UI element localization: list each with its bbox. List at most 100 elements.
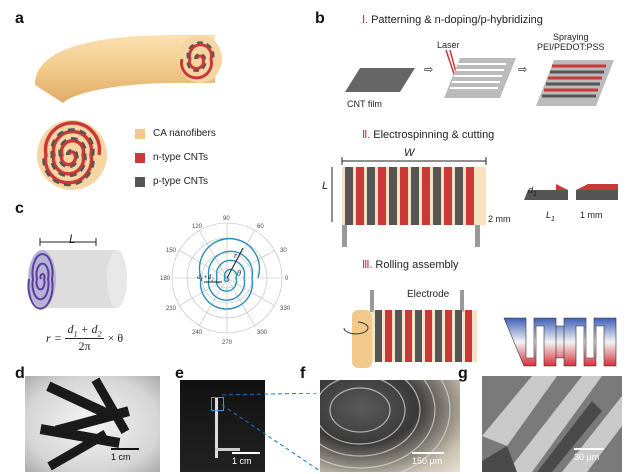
scale-bar-d-line [111, 448, 139, 450]
arrow-2: ⇨ [518, 64, 528, 76]
spraying-label: Spraying PEI/PEDOT:PSS [537, 32, 605, 52]
formula-sub1: 1 [73, 329, 78, 339]
panel-label-c: c [15, 200, 24, 217]
tick-60: 60 [257, 224, 264, 230]
zoom-box [211, 397, 224, 411]
formula-denominator: 2π [78, 339, 91, 354]
tick-90: 90 [223, 216, 230, 222]
photo-d-cut-films: 1 cm [25, 376, 160, 472]
tick-120: 120 [192, 224, 203, 230]
formula-numerator: d1 + d2 [65, 322, 104, 340]
L1-label: L1 [546, 210, 555, 223]
scale-bar-e: 1 cm [232, 452, 260, 466]
photo-g-sem: 30 μm [482, 376, 622, 472]
L1-subscript: 1 [551, 215, 555, 223]
cnt-film-label: CNT film [347, 99, 382, 109]
zoom-connector-lines [222, 393, 321, 472]
polar-r-label: r [234, 251, 238, 260]
width-label: W [404, 147, 415, 159]
electrode-label: Electrode [407, 289, 450, 300]
d1-subscript: 1 [533, 190, 537, 198]
panel-label-a: a [15, 10, 24, 27]
legend-p-type: p-type CNTs [135, 176, 208, 187]
one-mm-label: 1 mm [580, 210, 603, 220]
scale-bar-g-text: 30 μm [574, 452, 600, 462]
fiber-device-wire [215, 448, 240, 451]
step-3-text: Rolling assembly [375, 259, 459, 271]
scale-bar-g-line [574, 448, 604, 450]
arrow-1: ⇨ [424, 64, 434, 76]
polar-tick-labels: 90 120 60 150 30 180 0 210 330 240 300 2… [160, 216, 291, 346]
swatch-ca [135, 128, 145, 139]
cut-films-drawing [39, 377, 130, 471]
step-2-number: Ⅱ. [362, 129, 371, 141]
sem-bands [482, 376, 622, 472]
legend-text-p: p-type CNTs [153, 176, 209, 187]
tick-30: 30 [280, 248, 287, 254]
length-label: L [322, 180, 329, 192]
tick-150: 150 [166, 248, 177, 254]
legend-text-n: n-type CNTs [153, 152, 209, 163]
tick-270: 270 [222, 340, 233, 346]
polar-d1: d [197, 273, 201, 281]
panel-label-b: b [315, 10, 325, 27]
step-1-text: Patterning & n-doping/p-hybridizing [371, 14, 543, 26]
formula-fraction: d1 + d2 2π [65, 322, 104, 354]
swatch-n [135, 152, 145, 163]
panel-label-d: d [15, 365, 25, 382]
polar-plus-d: +d [203, 273, 212, 281]
panel-label-g: g [458, 365, 468, 382]
electrospun-film [331, 157, 487, 247]
polar-spiral-plot: 90 120 60 150 30 180 0 210 330 240 300 2… [160, 216, 291, 346]
step-3-number: Ⅲ. [362, 259, 373, 271]
spraying-text: Spraying [553, 32, 589, 42]
formula-plus-d: + d [77, 322, 98, 336]
tick-210: 210 [166, 306, 177, 312]
step-1-title: Ⅰ. Patterning & n-doping/p-hybridizing [362, 13, 543, 26]
fiber-device-rod [215, 398, 218, 458]
spray-material-text: PEI/PEDOT:PSS [537, 42, 605, 52]
step-2-text: Electrospinning & cutting [373, 129, 495, 141]
step-3-title: Ⅲ. Rolling assembly [362, 258, 459, 271]
polar-d2-sub: 2 [211, 278, 214, 283]
scale-bar-f-line [412, 452, 444, 454]
two-mm-label: 2 mm [488, 214, 511, 224]
panel-label-e: e [175, 365, 184, 382]
polar-d-label: d1+d2 [197, 273, 214, 283]
formula-r: r [46, 330, 51, 345]
step-2-title: Ⅱ. Electrospinning & cutting [362, 128, 494, 141]
laser-label: Laser [437, 40, 460, 50]
spiral-cross-section [37, 120, 107, 190]
sprayed-film [536, 60, 614, 106]
scale-bar-f: 150 μm [412, 452, 444, 466]
spiral-formula: r = d1 + d2 2π × θ [46, 322, 123, 354]
tick-330: 330 [280, 306, 291, 312]
formula-d1: d [67, 322, 74, 336]
rolled-cylinder [27, 238, 127, 310]
scale-bar-g: 30 μm [574, 448, 604, 462]
step-1-number: Ⅰ. [362, 14, 368, 26]
cross-section-layers [320, 380, 451, 472]
L1-text: L [546, 210, 552, 220]
cross-section-detail [524, 184, 618, 200]
rolling-assembly [343, 290, 477, 368]
photo-f-cross-section: 150 μm [320, 380, 460, 472]
tick-180: 180 [160, 276, 171, 282]
tick-240: 240 [192, 330, 203, 336]
fiber-tube-illustration [35, 35, 222, 103]
legend-n-type: n-type CNTs [135, 152, 208, 163]
panel-label-f: f [300, 365, 306, 382]
laser-patterned-film [444, 50, 516, 98]
scale-bar-d: 1 cm [111, 448, 139, 462]
scale-bar-e-text: 1 cm [232, 456, 252, 466]
formula-times-theta: × θ [107, 330, 124, 345]
roll-length-label: L [69, 232, 76, 246]
scale-bar-d-text: 1 cm [111, 452, 131, 462]
formula-sub2: 2 [97, 329, 102, 339]
swatch-p [135, 176, 145, 187]
polar-d1-sub: 1 [201, 278, 204, 283]
cnt-film-sheet [345, 68, 415, 92]
scale-bar-e-line [232, 452, 260, 454]
polar-theta-label: θ [237, 269, 241, 278]
tick-0: 0 [285, 276, 289, 282]
